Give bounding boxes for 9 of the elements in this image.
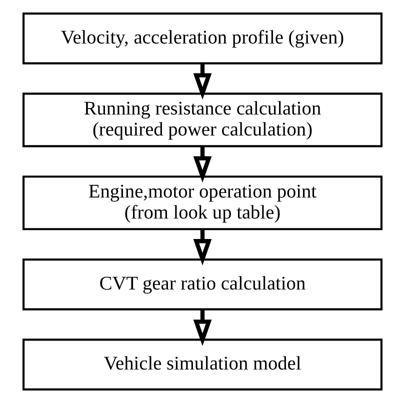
node-box: Velocity, acceleration profile (given) (22, 12, 382, 64)
node-box: Engine,motor operation point (from look up table) (22, 176, 382, 230)
node-box: Running resistance calculation (required power calculation) (22, 92, 382, 148)
arrow (192, 309, 212, 346)
arrow (192, 63, 212, 100)
arrow (192, 146, 212, 183)
node-box: CVT gear ratio calculation (22, 258, 382, 310)
node-box: Vehicle simulation model (22, 338, 382, 390)
arrow (192, 229, 212, 266)
